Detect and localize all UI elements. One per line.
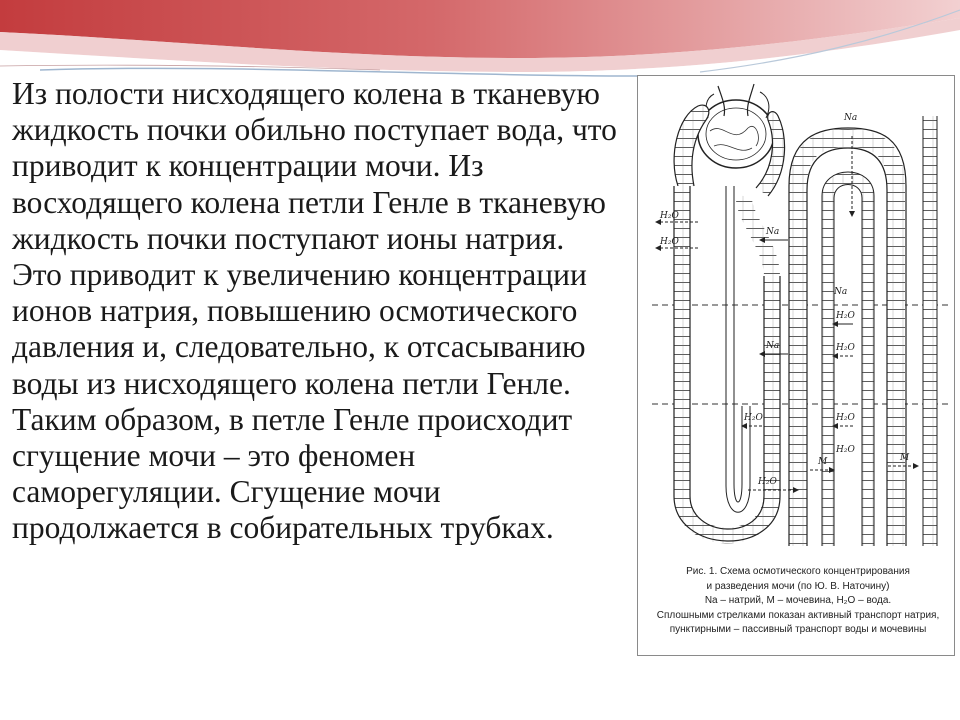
label-h2o-8: H₂O: [757, 477, 777, 487]
outer-loop: [674, 186, 780, 544]
label-h2o-7: H₂O: [835, 445, 855, 455]
label-m-2: M: [817, 457, 828, 467]
label-h2o-5: H₂O: [743, 413, 763, 423]
caption-line-2: и разведения мочи (по Ю. В. Наточину): [706, 580, 890, 592]
slide-body-text: Из полости нисходящего колена в тканевую…: [12, 76, 622, 547]
transport-arrows: [655, 136, 919, 493]
label-na-3: Na: [833, 287, 847, 297]
proximal-convoluted-tubule: [673, 104, 786, 197]
label-h2o-4: H₂O: [835, 343, 855, 353]
label-na-top: Na: [843, 113, 857, 123]
label-h2o-6: H₂O: [835, 413, 855, 423]
caption-line-4: Сплошными стрелками показан активный тра…: [656, 609, 940, 621]
figure-caption: Рис. 1. Схема осмотического концентриров…: [648, 565, 948, 638]
caption-line-3: Na – натрий, M – мочевина, H₂O – вода.: [704, 595, 892, 606]
caption-line-1: Рис. 1. Схема осмотического концентриров…: [686, 566, 910, 577]
paragraph-1: Из полости нисходящего колена в тканевую…: [12, 76, 617, 256]
glomerulus: [697, 83, 775, 169]
henle-loop-descending: [725, 186, 751, 513]
label-h2o-1: H₂O: [659, 211, 679, 221]
henle-loop-thick: [789, 128, 905, 546]
label-na-1: Na: [765, 227, 779, 237]
label-h2o-2: H₂O: [659, 237, 679, 247]
nephron-figure: Na H₂O H₂O Na Na H₂O H₂O Na H₂O H₂O H₂O …: [637, 75, 955, 656]
header-decoration: [0, 0, 960, 110]
label-na-2: Na: [765, 341, 779, 351]
inner-narrow-loop: [822, 172, 874, 546]
label-m-1: M: [899, 453, 910, 463]
caption-line-5: пунктирными – пассивный транспорт воды и…: [669, 624, 927, 635]
paragraph-2: Это приводит к увеличению концентрации и…: [12, 257, 587, 546]
label-h2o-3: H₂O: [835, 311, 855, 321]
nephron-diagram: Na H₂O H₂O Na Na H₂O H₂O Na H₂O H₂O H₂O …: [652, 83, 948, 546]
